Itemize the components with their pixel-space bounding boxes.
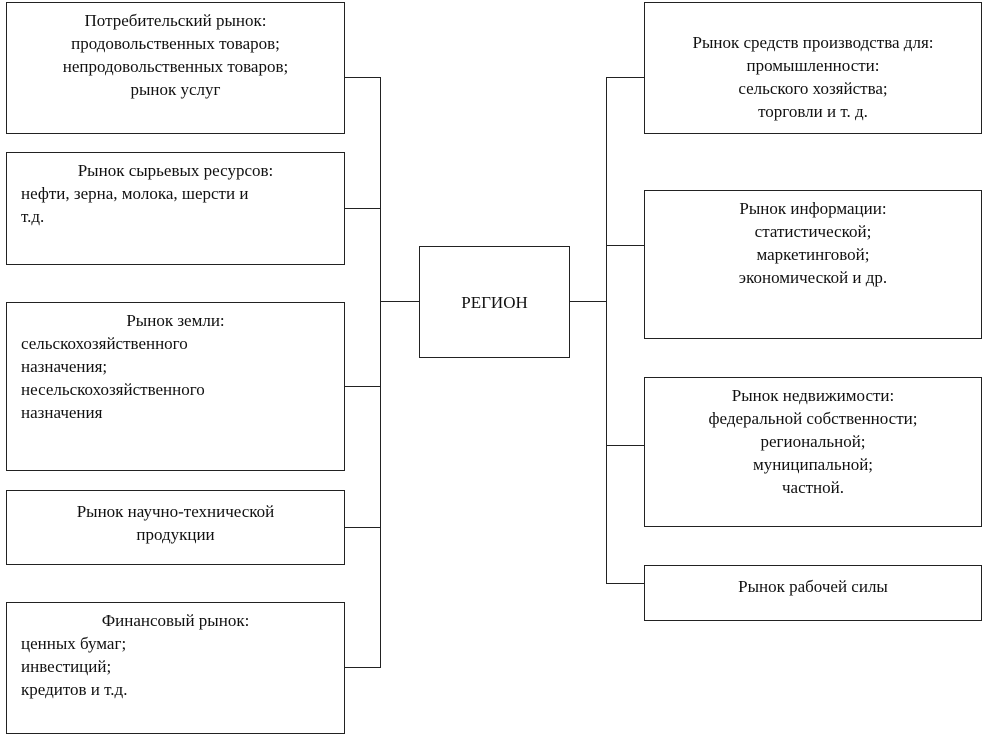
right-trunk-line: [606, 77, 607, 584]
box-line: промышленности:: [746, 56, 880, 75]
connector: [606, 77, 644, 78]
box-line: продовольственных товаров;: [71, 34, 280, 53]
box-line: ценных бумаг;: [21, 634, 127, 653]
labor-market-box: Рынок рабочей силы: [644, 565, 982, 621]
box-line: назначения: [21, 403, 103, 422]
box-line: продукции: [136, 525, 215, 544]
box-line: непродовольственных товаров;: [62, 57, 289, 76]
connector: [344, 667, 381, 668]
connector: [569, 301, 607, 302]
consumer-market-box: Потребительский рынок: продовольственных…: [6, 2, 345, 134]
connector: [344, 527, 381, 528]
connector: [606, 245, 644, 246]
information-market-box: Рынок информации: статистической; маркет…: [644, 190, 982, 339]
real-estate-market-box: Рынок недвижимости: федеральной собствен…: [644, 377, 982, 527]
left-trunk-line: [380, 77, 381, 668]
box-line: региональной;: [760, 432, 866, 451]
land-market-box: Рынок земли: сельскохозяйственного назна…: [6, 302, 345, 471]
box-line: нефти, зерна, молока, шерсти и: [21, 184, 249, 203]
connector: [606, 445, 644, 446]
box-line: частной.: [781, 478, 844, 497]
box-title: Рынок научно-технической: [76, 502, 275, 521]
connector: [344, 77, 381, 78]
box-title: Финансовый рынок:: [101, 611, 250, 630]
box-line: сельскохозяйственного: [21, 334, 188, 353]
region-box: РЕГИОН: [419, 246, 570, 358]
region-label: РЕГИОН: [461, 292, 528, 312]
box-line: кредитов и т.д.: [21, 680, 128, 699]
box-title: Рынок информации:: [739, 199, 887, 218]
box-title: Рынок земли:: [126, 311, 225, 330]
box-line: рынок услуг: [130, 80, 221, 99]
raw-materials-market-box: Рынок сырьевых ресурсов: нефти, зерна, м…: [6, 152, 345, 265]
box-title: Рынок недвижимости:: [731, 386, 895, 405]
box-title: Рынок средств производства для:: [692, 33, 934, 52]
box-line: несельскохозяйственного: [21, 380, 205, 399]
box-line: т.д.: [21, 207, 45, 226]
connector: [344, 208, 381, 209]
box-title: Рынок рабочей силы: [738, 577, 888, 596]
box-line: инвестиций;: [21, 657, 112, 676]
box-line: федеральной собственности;: [708, 409, 918, 428]
box-line: статистической;: [754, 222, 872, 241]
scientific-technical-market-box: Рынок научно-технической продукции: [6, 490, 345, 565]
box-line: торговли и т. д.: [758, 102, 868, 121]
box-line: назначения;: [21, 357, 108, 376]
connector: [380, 301, 419, 302]
box-title: Рынок сырьевых ресурсов:: [77, 161, 274, 180]
box-line: маркетинговой;: [756, 245, 870, 264]
means-of-production-market-box: Рынок средств производства для: промышле…: [644, 2, 982, 134]
box-line: экономической и др.: [738, 268, 888, 287]
box-line: сельского хозяйства;: [738, 79, 888, 98]
connector: [606, 583, 644, 584]
connector: [344, 386, 381, 387]
box-line: муниципальной;: [752, 455, 874, 474]
box-title: Потребительский рынок:: [84, 11, 267, 30]
financial-market-box: Финансовый рынок: ценных бумаг; инвестиц…: [6, 602, 345, 734]
